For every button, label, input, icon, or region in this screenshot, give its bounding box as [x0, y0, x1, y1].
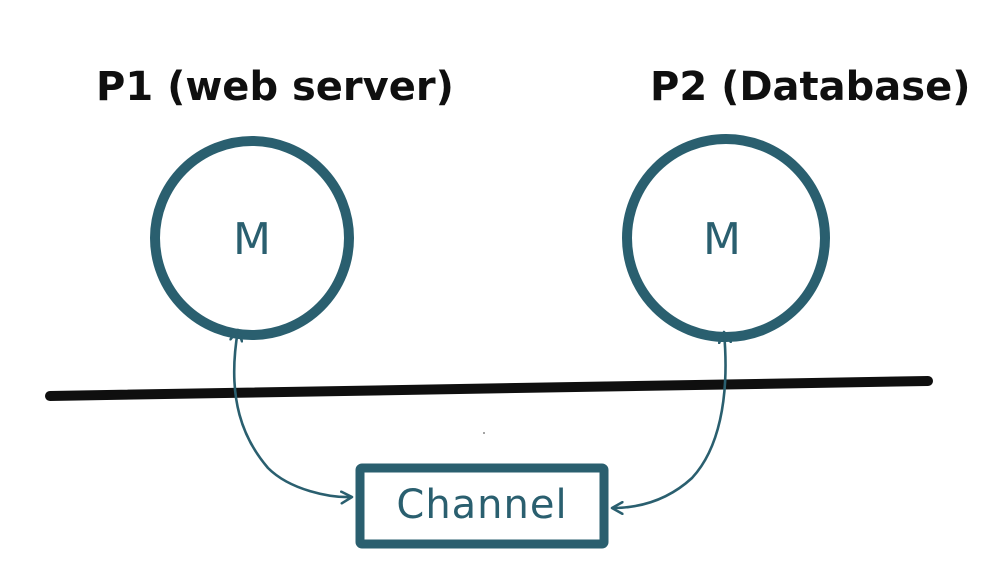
stray-dot	[483, 432, 485, 434]
arrow-process2-channel	[612, 332, 726, 508]
process2-memory-label: M	[703, 214, 741, 265]
process1-title: P1 (web server)	[96, 64, 454, 110]
process2-memory: M	[622, 134, 830, 342]
process1-memory-label: M	[233, 214, 271, 265]
process1-memory: M	[150, 136, 354, 340]
channel-box: Channel	[355, 463, 609, 549]
channel-label: Channel	[396, 482, 567, 528]
boundary-line	[45, 376, 933, 401]
channel-rect	[355, 463, 609, 549]
process2-title: P2 (Database)	[650, 64, 971, 110]
arrow-process1-channel	[234, 330, 352, 497]
